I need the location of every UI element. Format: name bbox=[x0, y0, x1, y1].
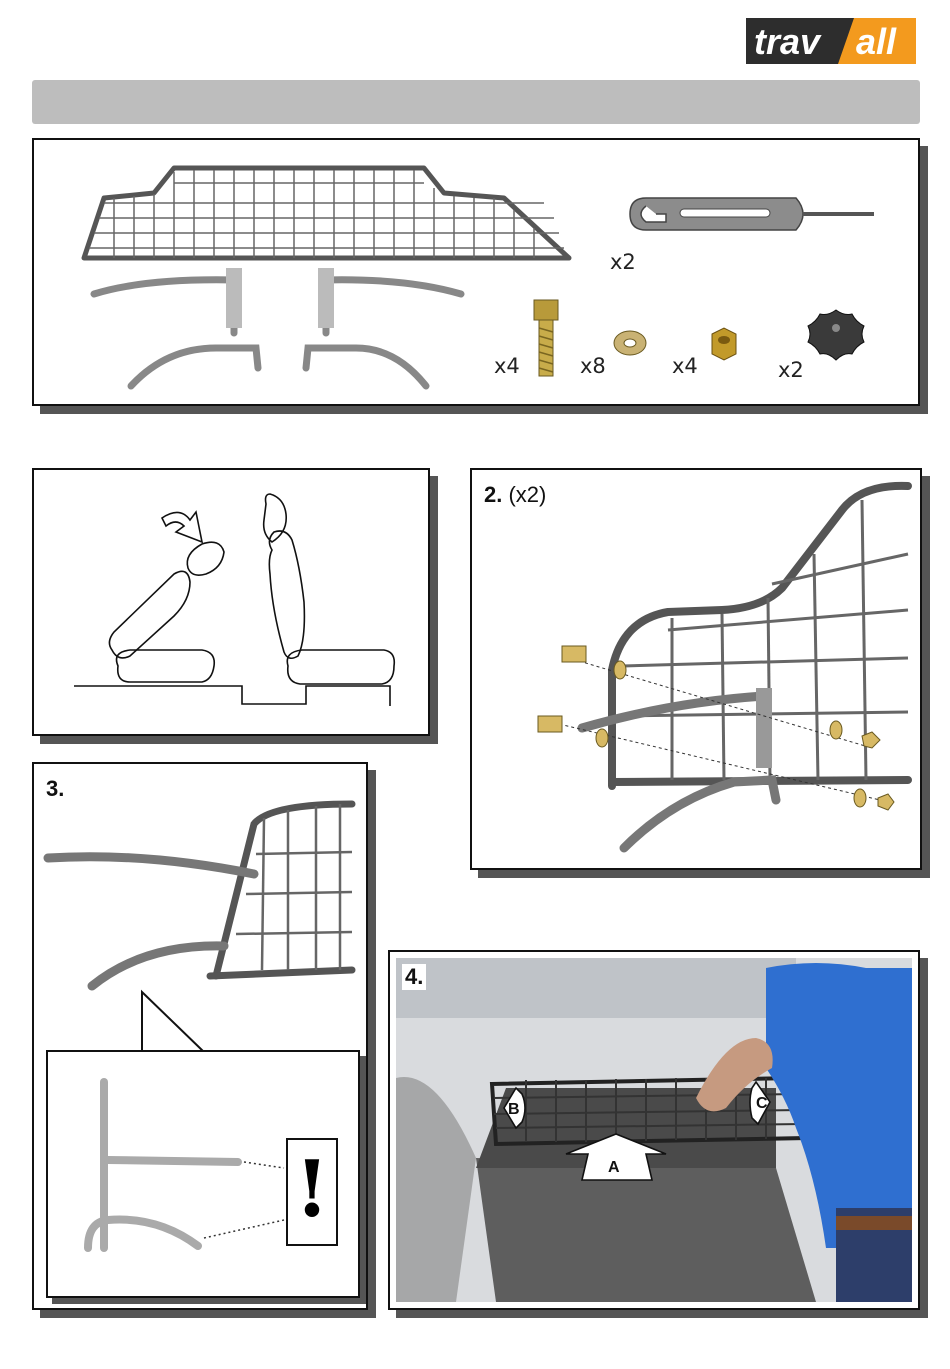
bolt-quantity: x4 bbox=[494, 354, 520, 378]
hook-quantity: x2 bbox=[610, 250, 636, 274]
logo-all: all bbox=[856, 21, 897, 62]
arrow-c-label: C bbox=[756, 1095, 768, 1112]
step3-detail-box: ! bbox=[46, 1050, 360, 1298]
callout-pointer bbox=[142, 992, 204, 1052]
arrow-a-label: A bbox=[608, 1159, 620, 1176]
bolt-icon bbox=[530, 298, 562, 378]
washer-icon bbox=[612, 328, 648, 358]
guard-grille-illustration bbox=[74, 158, 594, 268]
washer-quantity: x8 bbox=[580, 354, 606, 378]
knob-quantity: x2 bbox=[778, 358, 804, 382]
arrow-b-label: B bbox=[508, 1101, 520, 1118]
hook-tool-illustration bbox=[626, 192, 876, 236]
step4-panel: A B C 4. bbox=[388, 950, 920, 1310]
step4-number: 4. bbox=[402, 964, 426, 990]
travall-logo: trav all bbox=[742, 14, 920, 68]
parts-panel: x2 x4 x8 x4 x2 bbox=[32, 138, 920, 406]
fold-seat-arrow-icon bbox=[162, 512, 202, 542]
seat-fold-diagram bbox=[34, 470, 428, 734]
nut-quantity: x4 bbox=[672, 354, 698, 378]
trunk-photo: A B C bbox=[396, 958, 912, 1302]
step1-panel bbox=[32, 468, 430, 736]
step3-panel: 3. ! bbox=[32, 762, 368, 1310]
step2-panel: 2. (x2) bbox=[470, 468, 922, 870]
legs-illustration bbox=[86, 268, 476, 398]
warning-icon: ! bbox=[288, 1140, 336, 1240]
knob-icon bbox=[804, 306, 868, 364]
title-bar bbox=[32, 80, 920, 124]
step2-illustration bbox=[472, 470, 920, 868]
logo-trav: trav bbox=[754, 21, 822, 62]
nut-icon bbox=[706, 326, 742, 362]
warning-box: ! bbox=[286, 1138, 338, 1246]
